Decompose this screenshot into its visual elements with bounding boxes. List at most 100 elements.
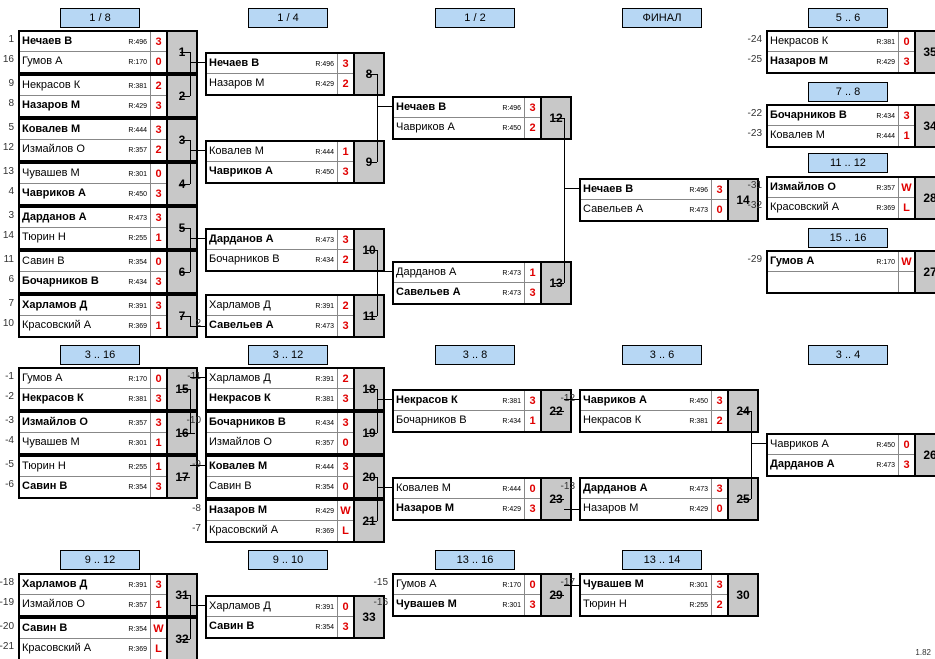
player-rating: R:434 [128,279,147,286]
match-number: 35 [914,30,935,74]
seed-number: 12 [2,142,14,153]
player-name: Ковалев М [770,129,825,141]
player-rating: R:381 [502,398,521,405]
round-header: 9 .. 10 [248,550,328,570]
connector [180,272,190,273]
player-name: Измайлов О [22,416,88,428]
player-score: W [898,252,914,272]
connector [554,595,564,596]
connector [377,477,378,521]
player-name: Савин В [22,255,65,267]
player-rating: R:301 [128,171,147,178]
player-score: 3 [524,391,540,411]
player-rating: R:473 [502,270,521,277]
player-name: Гумов А [396,578,437,590]
seed-number: -18 [0,577,14,588]
player-rating: R:450 [128,191,147,198]
seed-number: 8 [8,98,14,109]
player-score: 3 [150,413,166,433]
player-rating: R:391 [128,303,147,310]
player-score: 0 [898,435,914,455]
player-rating: R:429 [315,81,334,88]
player-name: Ковалев М [22,123,81,135]
seed-number: -6 [5,479,14,490]
player-name: Тюрин Н [22,231,66,243]
player-row: Назаров М R:429 [207,74,337,94]
round-header: 3 .. 12 [248,345,328,365]
player-name: Савельев А [209,319,274,331]
player-rating: R:170 [128,59,147,66]
player-rating: R:255 [128,235,147,242]
player-rating: R:357 [876,185,895,192]
player-score: 0 [337,597,353,617]
connector [367,433,377,434]
player-score: 2 [337,74,353,94]
connector [190,605,205,606]
player-rating: R:170 [502,582,521,589]
player-rating: R:381 [689,418,708,425]
player-score: 3 [337,316,353,336]
player-rating: R:434 [502,418,521,425]
connector [190,316,191,326]
player-name: Назаров М [209,77,265,89]
player-rating: R:434 [315,420,334,427]
player-score [898,272,914,292]
player-score: 0 [337,477,353,497]
connector [190,228,191,272]
player-rating: R:391 [128,582,147,589]
connector [367,521,377,522]
version-label: 1.82 [915,648,931,657]
connector [554,411,564,412]
connector [564,188,579,189]
connector [564,399,579,400]
